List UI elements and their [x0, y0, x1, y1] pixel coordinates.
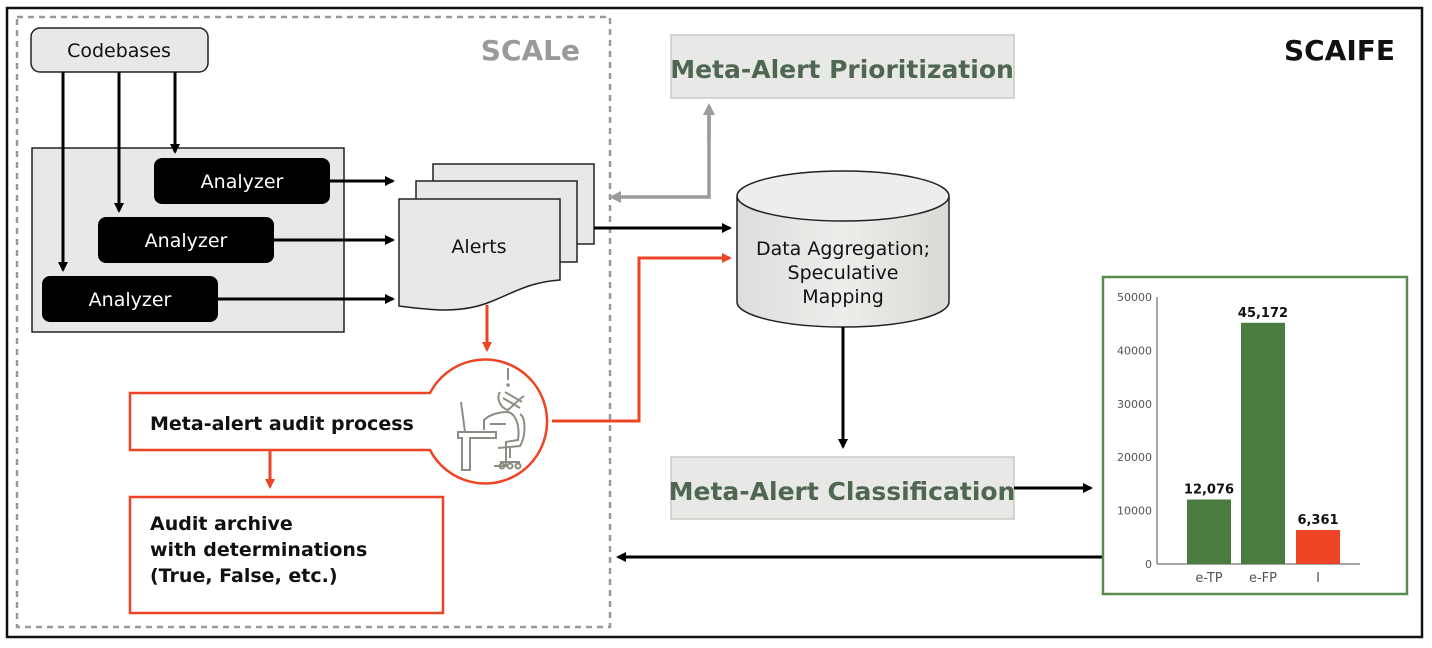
x-tick-label: e-FP — [1249, 571, 1277, 586]
audit-archive-line-2: with determinations — [150, 539, 367, 561]
scale-boundary — [15, 15, 612, 629]
classification-bar-chart: 0 10000 20000 30000 40000 50000 12,076 e-TP 45,… — [1117, 291, 1360, 586]
classification-label: Meta-Alert Classification — [669, 477, 1016, 506]
data-aggregation-line-3: Mapping — [802, 286, 884, 308]
y-tick-label: 50000 — [1117, 291, 1152, 304]
codebases-label: Codebases — [67, 40, 171, 62]
prioritization-label: Meta-Alert Prioritization — [670, 55, 1014, 84]
y-tick-label: 10000 — [1117, 505, 1152, 518]
meta-alert-classification-box[interactable]: Meta-Alert Classification — [669, 456, 1016, 520]
audit-archive-box[interactable]: Audit archive with determinations (True,… — [128, 495, 445, 615]
analyzer-1[interactable]: Analyzer — [154, 158, 330, 204]
meta-alert-audit-process[interactable]: Meta-alert audit process — [128, 358, 549, 485]
audit-process-label: Meta-alert audit process — [150, 413, 414, 435]
y-tick-label: 30000 — [1117, 398, 1152, 411]
analyzer-2[interactable]: Analyzer — [98, 217, 274, 263]
y-tick-label: 0 — [1145, 558, 1152, 571]
y-tick-label: 40000 — [1117, 344, 1152, 357]
data-aggregation-line-1: Data Aggregation; — [756, 238, 930, 260]
meta-alert-prioritization-box[interactable]: Meta-Alert Prioritization — [670, 34, 1015, 99]
alerts-document-stack[interactable]: Alerts — [398, 163, 595, 311]
analyzer-3[interactable]: Analyzer — [42, 276, 218, 322]
bar-e-tp — [1187, 499, 1231, 564]
y-tick-label: 20000 — [1117, 451, 1152, 464]
data-aggregation-line-2: Speculative — [788, 262, 899, 284]
scale-label: SCALe — [481, 34, 580, 67]
data-aggregation-cylinder[interactable]: Data Aggregation; Speculative Mapping — [736, 170, 950, 328]
auditor-at-desk-icon — [457, 368, 526, 471]
data-label: 45,172 — [1238, 306, 1288, 321]
x-tick-label: e-TP — [1195, 571, 1222, 586]
x-tick-label: I — [1316, 571, 1320, 586]
scaife-label: SCAIFE — [1284, 34, 1395, 67]
audit-archive-line-1: Audit archive — [150, 513, 293, 535]
data-label: 12,076 — [1184, 483, 1234, 498]
analyzer-2-label: Analyzer — [145, 230, 228, 252]
bar-i — [1296, 530, 1340, 564]
codebases-box[interactable]: Codebases — [30, 27, 209, 73]
data-label: 6,361 — [1297, 513, 1338, 528]
bar-e-fp — [1241, 322, 1285, 564]
audit-archive-line-3: (True, False, etc.) — [150, 565, 338, 587]
alerts-label: Alerts — [451, 236, 506, 258]
arrow-audit-to-data-aggregation — [552, 253, 732, 423]
analyzer-1-label: Analyzer — [201, 171, 284, 193]
analyzer-3-label: Analyzer — [89, 289, 172, 311]
